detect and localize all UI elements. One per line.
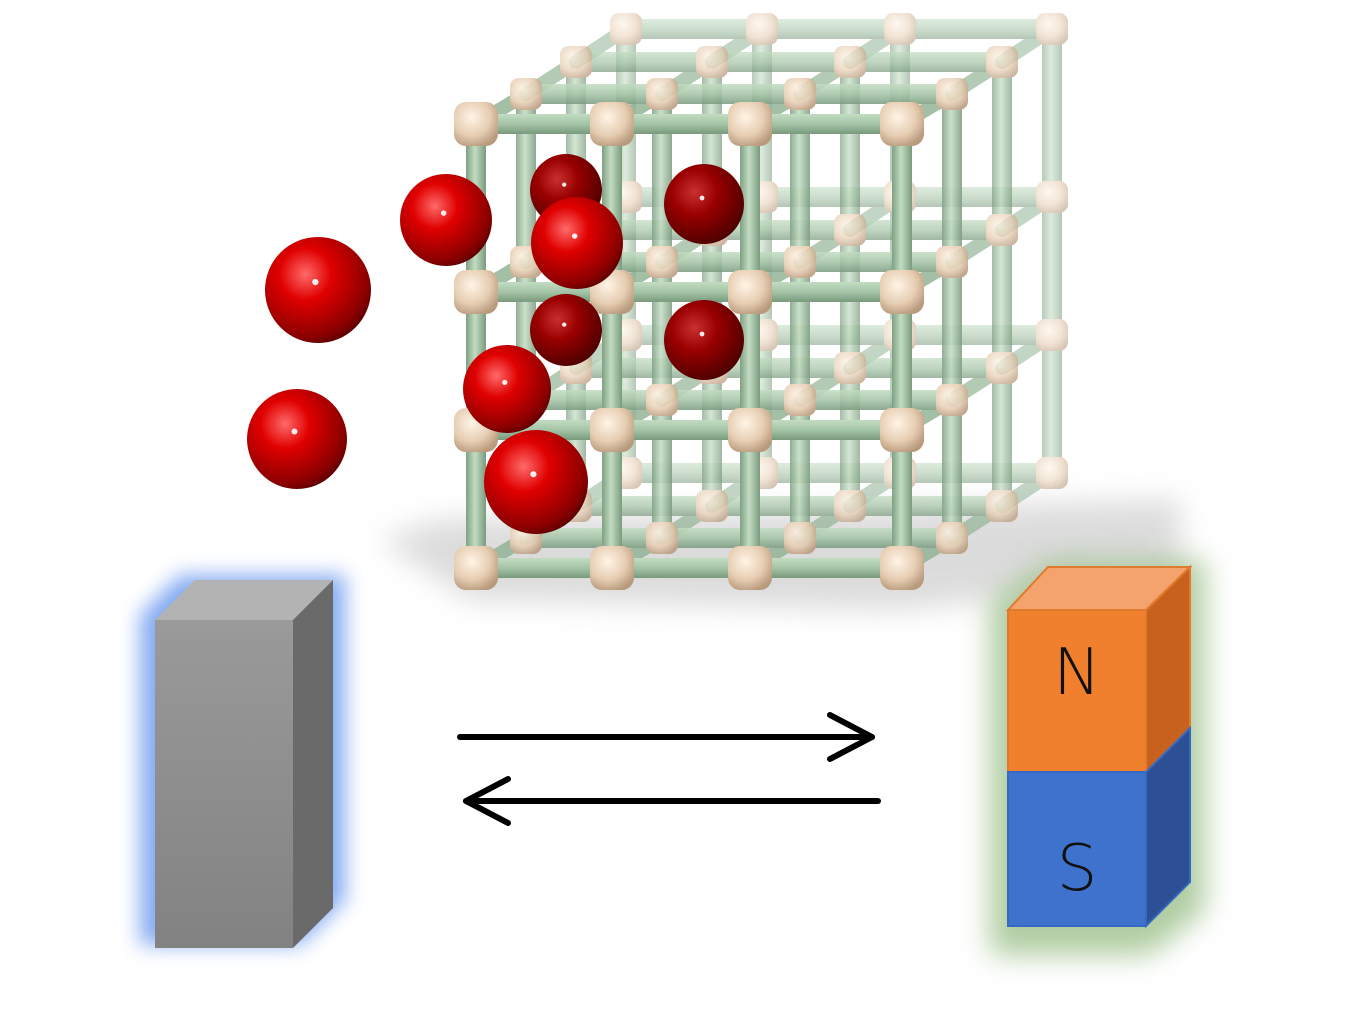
framework-node bbox=[610, 13, 642, 45]
framework-node bbox=[936, 522, 968, 554]
framework-node bbox=[1036, 181, 1068, 213]
gray-block-icon bbox=[140, 575, 345, 948]
equilibrium-arrows-icon bbox=[457, 712, 881, 826]
framework-node bbox=[936, 384, 968, 416]
framework-node bbox=[728, 270, 772, 314]
north-pole-label: N bbox=[1053, 636, 1101, 710]
framework-node bbox=[834, 352, 866, 384]
red-sphere-icon bbox=[484, 430, 588, 534]
framework-node bbox=[936, 78, 968, 110]
framework-node bbox=[728, 408, 772, 452]
framework-node bbox=[884, 13, 916, 45]
framework-node bbox=[880, 546, 924, 590]
guest-spheres bbox=[247, 154, 744, 534]
framework-node bbox=[590, 102, 634, 146]
magnet-north-pole bbox=[1007, 609, 1147, 773]
framework-node bbox=[1036, 319, 1068, 351]
framework-node bbox=[560, 46, 592, 78]
red-sphere-icon bbox=[664, 300, 744, 380]
framework-node bbox=[936, 246, 968, 278]
sphere-highlight bbox=[562, 322, 567, 327]
framework-node bbox=[728, 546, 772, 590]
framework-node bbox=[646, 522, 678, 554]
framework-node bbox=[784, 246, 816, 278]
framework-node bbox=[696, 46, 728, 78]
framework-node bbox=[746, 13, 778, 45]
red-sphere-icon bbox=[247, 389, 347, 489]
framework-node bbox=[986, 46, 1018, 78]
framework-node bbox=[590, 408, 634, 452]
red-sphere-icon bbox=[664, 164, 744, 244]
framework-node bbox=[784, 78, 816, 110]
framework-node bbox=[646, 384, 678, 416]
red-sphere-icon bbox=[531, 197, 623, 289]
framework-node bbox=[696, 490, 728, 522]
framework-node bbox=[784, 522, 816, 554]
sphere-highlight bbox=[699, 195, 705, 201]
sphere-highlight bbox=[699, 331, 705, 337]
framework-node bbox=[454, 102, 498, 146]
red-sphere-icon bbox=[400, 174, 492, 266]
framework-node bbox=[1036, 457, 1068, 489]
framework-node bbox=[590, 546, 634, 590]
framework-node bbox=[510, 78, 542, 110]
framework-node bbox=[834, 46, 866, 78]
framework-node bbox=[646, 78, 678, 110]
framework-node bbox=[454, 546, 498, 590]
framework-node bbox=[784, 384, 816, 416]
sphere-highlight bbox=[440, 210, 447, 216]
framework-node bbox=[986, 352, 1018, 384]
sphere-highlight bbox=[312, 278, 319, 286]
framework-node bbox=[646, 246, 678, 278]
framework-node bbox=[880, 408, 924, 452]
framework-node bbox=[454, 270, 498, 314]
framework-node bbox=[728, 102, 772, 146]
framework-node bbox=[834, 214, 866, 246]
framework-node bbox=[1036, 13, 1068, 45]
red-sphere-icon bbox=[463, 345, 551, 433]
sphere-highlight bbox=[571, 233, 578, 239]
sphere-highlight bbox=[502, 379, 508, 386]
framework-node bbox=[880, 270, 924, 314]
framework-node bbox=[834, 490, 866, 522]
bar-magnet-icon: N S bbox=[990, 560, 1205, 955]
red-sphere-icon bbox=[265, 237, 371, 343]
red-sphere-icon bbox=[530, 294, 602, 366]
sphere-highlight bbox=[530, 471, 537, 478]
framework-layer bbox=[454, 102, 924, 590]
framework-node bbox=[880, 102, 924, 146]
sphere-highlight bbox=[291, 428, 298, 435]
sphere-highlight bbox=[562, 182, 567, 187]
framework-node bbox=[986, 490, 1018, 522]
framework-node bbox=[986, 214, 1018, 246]
south-pole-label: S bbox=[1057, 832, 1098, 906]
